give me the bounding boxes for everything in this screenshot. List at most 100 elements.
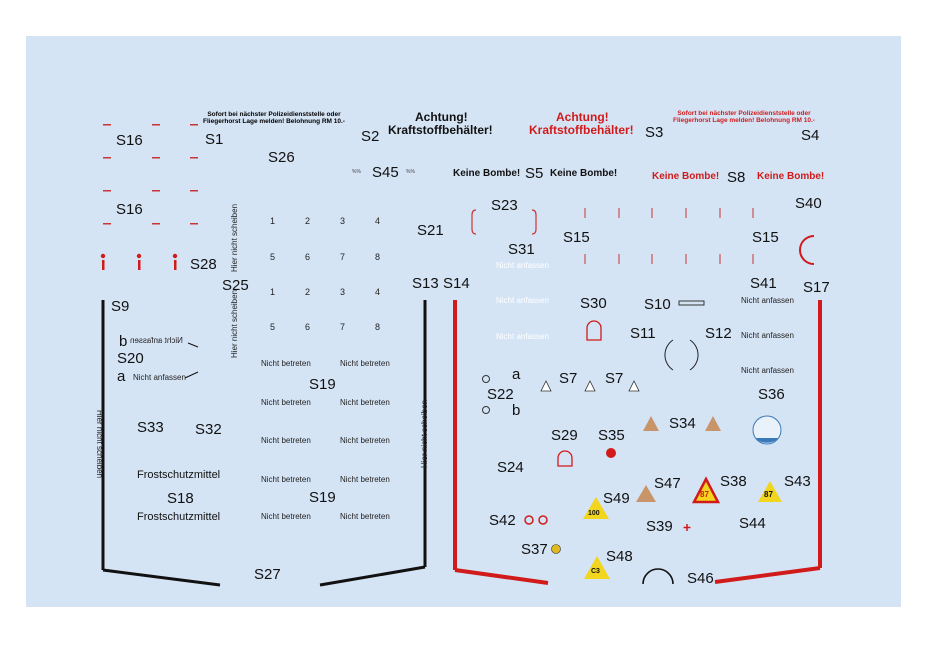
s48-triangle <box>584 556 610 579</box>
s34-triangle-1 <box>643 416 659 431</box>
s28-markers <box>100 253 178 270</box>
s38-triangle <box>691 476 721 504</box>
nicht-betreten-4: Nicht betreten <box>340 398 390 407</box>
nicht-anfassen-white-3: Nicht anfassen <box>496 332 549 341</box>
s46-left-line <box>454 568 549 585</box>
label-s23: S23 <box>491 197 518 214</box>
label-s46: S46 <box>687 570 714 587</box>
grid-num: 5 <box>270 322 276 332</box>
label-s20: S20 <box>117 350 144 367</box>
hier-nicht-scheiben-lower: Hier nicht scheiben <box>230 289 239 358</box>
grid-num: 1 <box>270 216 276 226</box>
s23-right-bracket <box>531 209 537 235</box>
nicht-anfassen-s12: Nicht anfassen <box>741 331 794 340</box>
label-s15-right: S15 <box>752 229 779 246</box>
label-s34: S34 <box>669 415 696 432</box>
label-s16-bottom: S16 <box>116 201 143 218</box>
label-s17: S17 <box>803 279 830 296</box>
kraftstoff-red: Kraftstoffbehälter! <box>529 123 634 137</box>
label-s16-top: S16 <box>116 132 143 149</box>
s37-dot <box>551 544 561 554</box>
reward-notice-red: Sofort bei nächster Polizeidienststelle … <box>673 110 815 125</box>
s30-arch <box>586 320 602 341</box>
s7-triangle-1 <box>540 380 552 392</box>
hier-nicht-scheiben-upper: Hier nicht scheiben <box>230 203 239 272</box>
s35-dot <box>606 448 616 458</box>
grid-num: 7 <box>340 252 346 262</box>
label-s44: S44 <box>739 515 766 532</box>
keine-bombe-black: Keine Bombe! <box>453 168 521 179</box>
nicht-anfassen-s41: Nicht anfassen <box>741 296 794 305</box>
grid-num: 8 <box>375 252 381 262</box>
label-s38: S38 <box>720 473 747 490</box>
s7-triangle-3 <box>628 380 640 392</box>
label-s43: S43 <box>784 473 811 490</box>
label-s4: S4 <box>801 127 820 144</box>
label-s45: S45 <box>372 164 399 181</box>
grid-num: 1 <box>270 287 276 297</box>
nicht-betreten-1: Nicht betreten <box>261 359 311 368</box>
label-b: b <box>119 333 128 350</box>
label-s15-left: S15 <box>563 229 590 246</box>
nicht-betreten-8: Nicht betreten <box>340 475 390 484</box>
label-s35: S35 <box>598 427 625 444</box>
label-s33: S33 <box>137 419 164 436</box>
label-s5: S5 <box>525 165 544 182</box>
label-s7-2: S7 <box>605 370 624 387</box>
s7-triangle-2 <box>584 380 596 392</box>
label-s14: S14 <box>443 275 470 292</box>
label-s11: S11 <box>630 325 656 342</box>
s36-roundel <box>752 415 782 445</box>
label-s27: S27 <box>254 566 281 583</box>
s49-triangle <box>583 497 609 519</box>
s27-left-line <box>102 568 221 587</box>
nicht-betreten-3: Nicht betreten <box>261 398 311 407</box>
label-s24: S24 <box>497 459 524 476</box>
s45-mark-2: %% <box>406 169 415 175</box>
label-s8: S8 <box>727 169 746 186</box>
s23-left-bracket <box>471 209 477 235</box>
achtung-black: Achtung! <box>415 110 468 124</box>
s11-arc <box>664 339 674 371</box>
label-s13: S13 <box>412 275 439 292</box>
s40-arc <box>799 235 815 265</box>
grid-num: 3 <box>340 216 346 226</box>
nicht-anfassen-s20: Nicht anfassen <box>133 373 186 382</box>
hier-nicht-scheiben-left: Hier nicht scheiben <box>95 410 104 479</box>
keine-bombe-red-2: Keine Bombe! <box>757 171 825 182</box>
label-s39: S39 <box>646 518 673 535</box>
nicht-betreten-7: Nicht betreten <box>261 475 311 484</box>
s48-number: C3 <box>591 568 600 575</box>
label-s21: S21 <box>417 222 444 239</box>
label-s1: S1 <box>205 131 224 148</box>
reward-notice-black: Sofort bei nächster Polizeidienststelle … <box>203 111 345 126</box>
label-s2: S2 <box>361 128 380 145</box>
label-s28: S28 <box>190 256 217 273</box>
grid-num: 8 <box>375 322 381 332</box>
nicht-betreten-10: Nicht betreten <box>340 512 390 521</box>
s10-mark <box>678 300 705 306</box>
label-s30: S30 <box>580 295 607 312</box>
keine-bombe-black-2: Keine Bombe! <box>550 168 618 179</box>
label-s41: S41 <box>750 275 777 292</box>
nicht-anfassen-white-1: Nicht anfassen <box>496 261 549 270</box>
label-s26: S26 <box>268 149 295 166</box>
s29-arch <box>557 450 573 467</box>
decal-sheet <box>26 36 901 607</box>
grid-num: 4 <box>375 287 381 297</box>
s43-triangle <box>758 481 782 502</box>
s43-number: 87 <box>764 490 773 499</box>
s38-number: 87 <box>700 490 709 499</box>
label-s48: S48 <box>606 548 633 565</box>
s47-triangle <box>636 485 656 502</box>
label-s18: S18 <box>167 490 194 507</box>
s12-arc <box>689 339 699 371</box>
label-a: a <box>117 368 126 385</box>
label-s25: S25 <box>222 277 249 294</box>
grid-num: 4 <box>375 216 381 226</box>
label-s3: S3 <box>645 124 664 141</box>
nicht-anfassen-flipped: Nicht anfassen <box>130 336 183 345</box>
s39-cross <box>683 524 691 531</box>
label-s49: S49 <box>603 490 630 507</box>
